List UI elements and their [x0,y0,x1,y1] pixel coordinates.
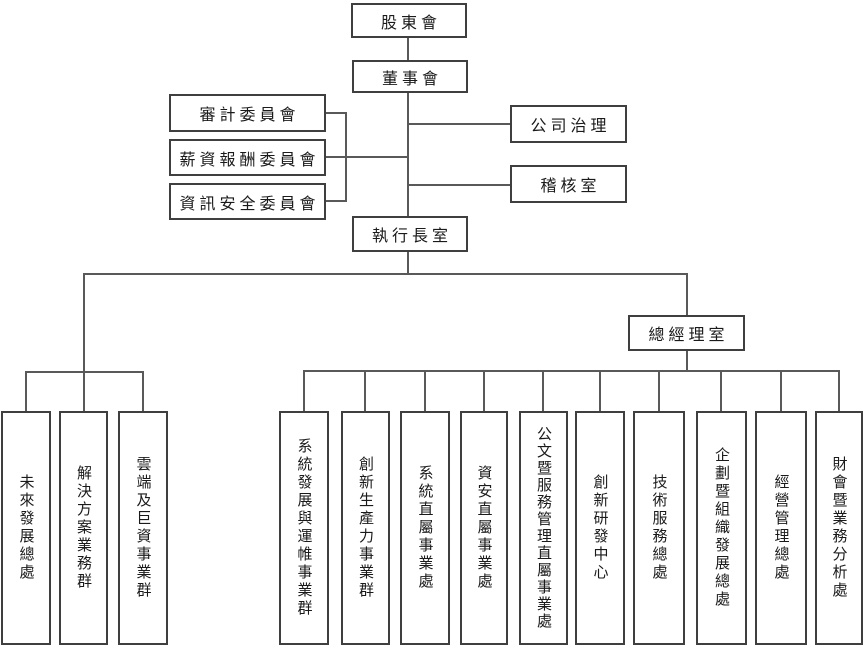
unit-innovation-productivity: 創新生產力事業群 [341,411,390,645]
unit-system-dev-ops: 系統發展與運帷事業群 [279,411,329,645]
node-audit-office: 稽核室 [510,165,627,203]
connector-line [407,93,409,216]
connector-line [407,38,409,62]
connector-line [142,371,144,411]
connector-line [326,112,347,114]
connector-line [326,156,409,158]
connector-line [686,273,688,315]
connector-line [483,370,485,411]
connector-line [658,370,660,411]
unit-infosec-direct: 資安直屬事業處 [460,411,508,645]
unit-innovation-rd-center: 創新研發中心 [575,411,625,645]
node-ceo-office: 執行長室 [352,216,468,252]
connector-line [25,371,27,411]
connector-line [686,351,688,370]
node-shareholders-meeting: 股東會 [351,3,467,38]
connector-line [720,370,722,411]
connector-line [364,370,366,411]
unit-future-development: 未來發展總處 [1,411,51,645]
connector-line [409,123,510,125]
connector-line [303,370,840,372]
connector-line [780,370,782,411]
node-committee-compensation: 薪資報酬委員會 [169,139,326,176]
node-corporate-governance: 公司治理 [510,105,627,143]
connector-line [83,371,85,411]
connector-line [424,370,426,411]
unit-tech-services: 技術服務總處 [633,411,685,645]
unit-finance-business-analysis: 財會暨業務分析處 [815,411,863,645]
unit-planning-org-development: 企劃暨組織發展總處 [696,411,747,645]
connector-line [326,200,347,202]
connector-line [838,370,840,411]
connector-line [542,370,544,411]
node-committee-infosec: 資訊安全委員會 [169,183,326,220]
node-committee-audit: 審計委員會 [169,94,326,132]
unit-docs-service-mgmt: 公文暨服務管理直屬事業處 [519,411,568,645]
node-gm-office: 總經理室 [628,315,745,351]
node-board-of-directors: 董事會 [352,60,468,93]
connector-line [83,273,688,275]
unit-cloud-bigdata-business: 雲端及巨資事業群 [118,411,168,645]
connector-line [303,370,305,411]
unit-solutions-business: 解決方案業務群 [59,411,108,645]
unit-business-management: 經營管理總處 [755,411,807,645]
unit-system-direct: 系統直屬事業處 [400,411,450,645]
connector-line [599,370,601,411]
connector-line [407,252,409,273]
connector-line [83,273,85,371]
connector-line [409,184,510,186]
